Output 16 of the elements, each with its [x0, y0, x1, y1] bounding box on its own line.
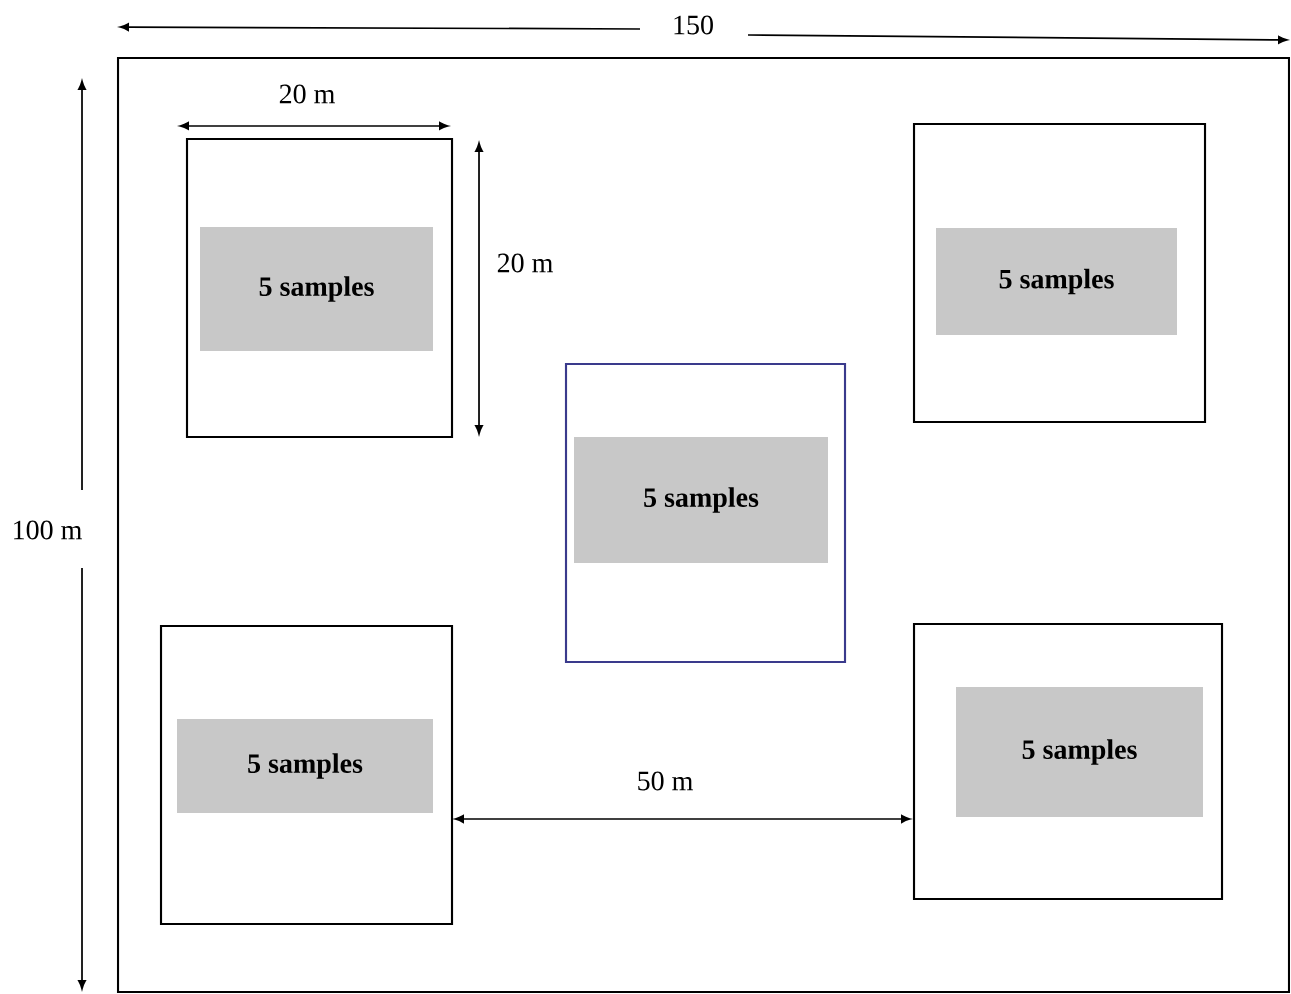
dimension-label: 20 m — [497, 253, 553, 273]
plot-square — [564, 362, 847, 664]
plot-square — [912, 622, 1224, 901]
field-boundary — [116, 56, 1291, 994]
sample-box: 5 samples — [936, 228, 1177, 335]
sample-box: 5 samples — [177, 719, 433, 813]
dimension-label: 100 m — [14, 520, 82, 540]
plot-square — [912, 122, 1207, 424]
dimension-label: 150 — [674, 15, 713, 35]
sample-box: 5 samples — [574, 437, 828, 563]
dimension-label: 50 m — [638, 771, 693, 791]
sample-box: 5 samples — [200, 227, 433, 351]
plot-square — [159, 624, 454, 926]
sample-box: 5 samples — [956, 687, 1203, 817]
plot-square — [185, 137, 454, 439]
dimension-label: 20 m — [279, 84, 335, 104]
